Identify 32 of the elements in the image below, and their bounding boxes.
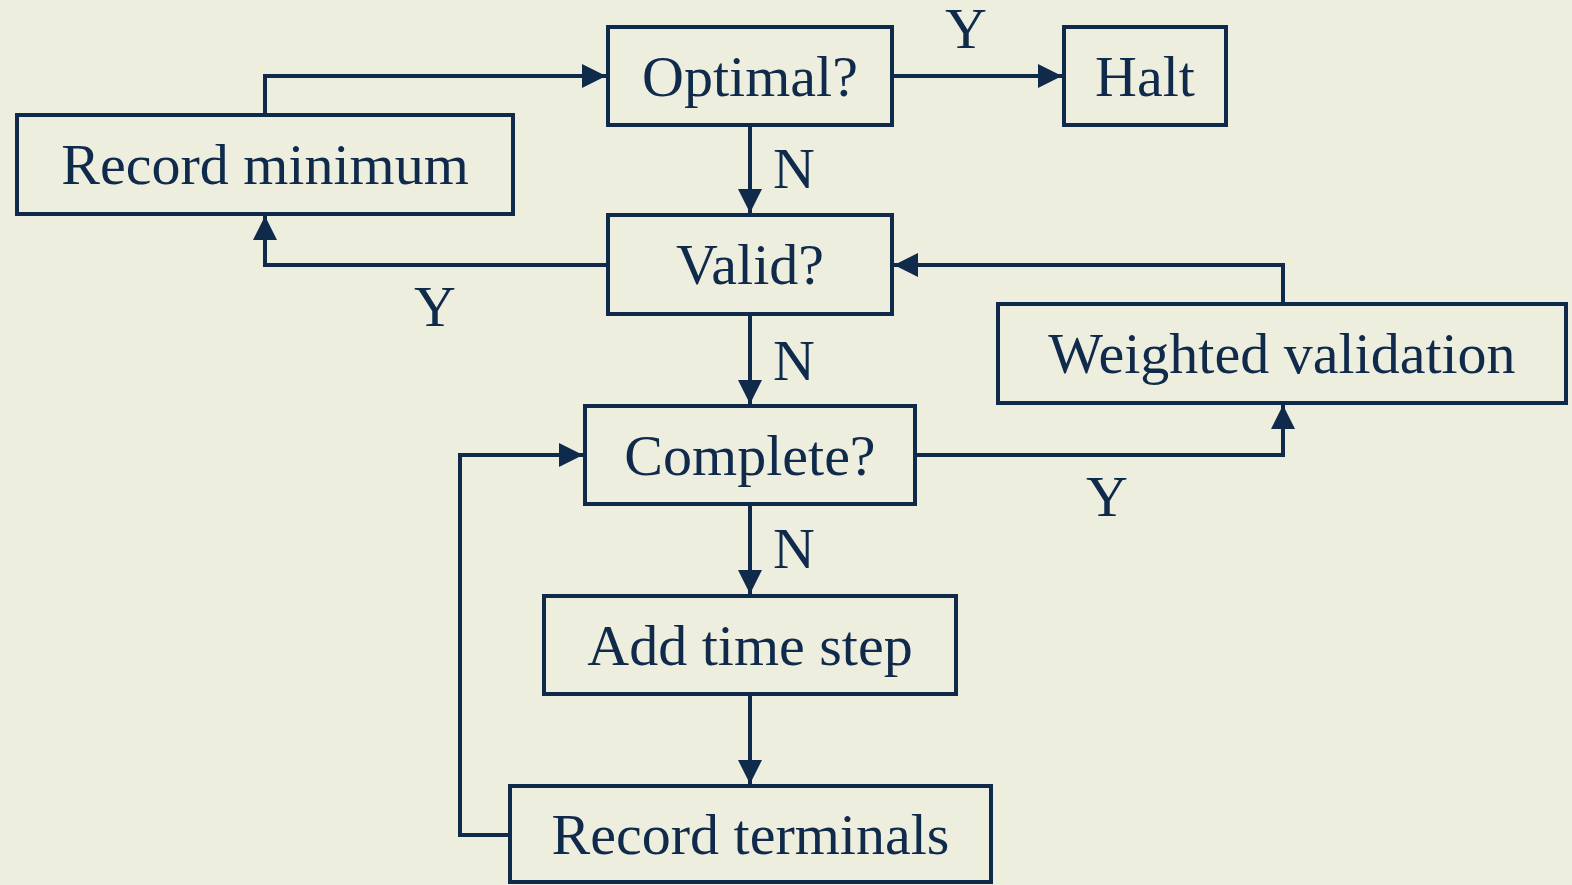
edge-label: N: [773, 332, 815, 390]
process-box: [996, 302, 1568, 405]
box-label: Record minimum: [61, 131, 469, 198]
edge-label: Y: [1086, 468, 1128, 526]
box-label: Optimal?: [642, 42, 858, 110]
edge-label: Y: [945, 0, 987, 58]
arrow: [738, 127, 762, 213]
box-label: Valid?: [675, 231, 825, 298]
arrow: [894, 64, 1062, 88]
arrow: [253, 216, 606, 267]
box-label: Complete?: [624, 421, 876, 489]
process-box: [542, 594, 958, 696]
process-box: [606, 213, 894, 316]
arrow: [738, 506, 762, 594]
edge-label: N: [773, 520, 815, 578]
box-label: Halt: [1095, 42, 1195, 110]
process-box: [1062, 25, 1228, 127]
arrow: [894, 253, 1285, 302]
arrow: [738, 316, 762, 404]
process-box: [15, 113, 515, 216]
box-label: Weighted validation: [1048, 320, 1516, 387]
process-box: [606, 25, 894, 127]
process-box: [583, 404, 917, 506]
box-label: Add time step: [587, 611, 913, 679]
edge-label: Y: [414, 278, 456, 336]
arrow: [458, 443, 583, 837]
arrow: [738, 696, 762, 784]
process-box: [508, 784, 993, 884]
arrow: [917, 405, 1295, 457]
edge-label: N: [773, 140, 815, 198]
box-label: Record terminals: [551, 800, 950, 868]
arrow: [263, 64, 606, 113]
